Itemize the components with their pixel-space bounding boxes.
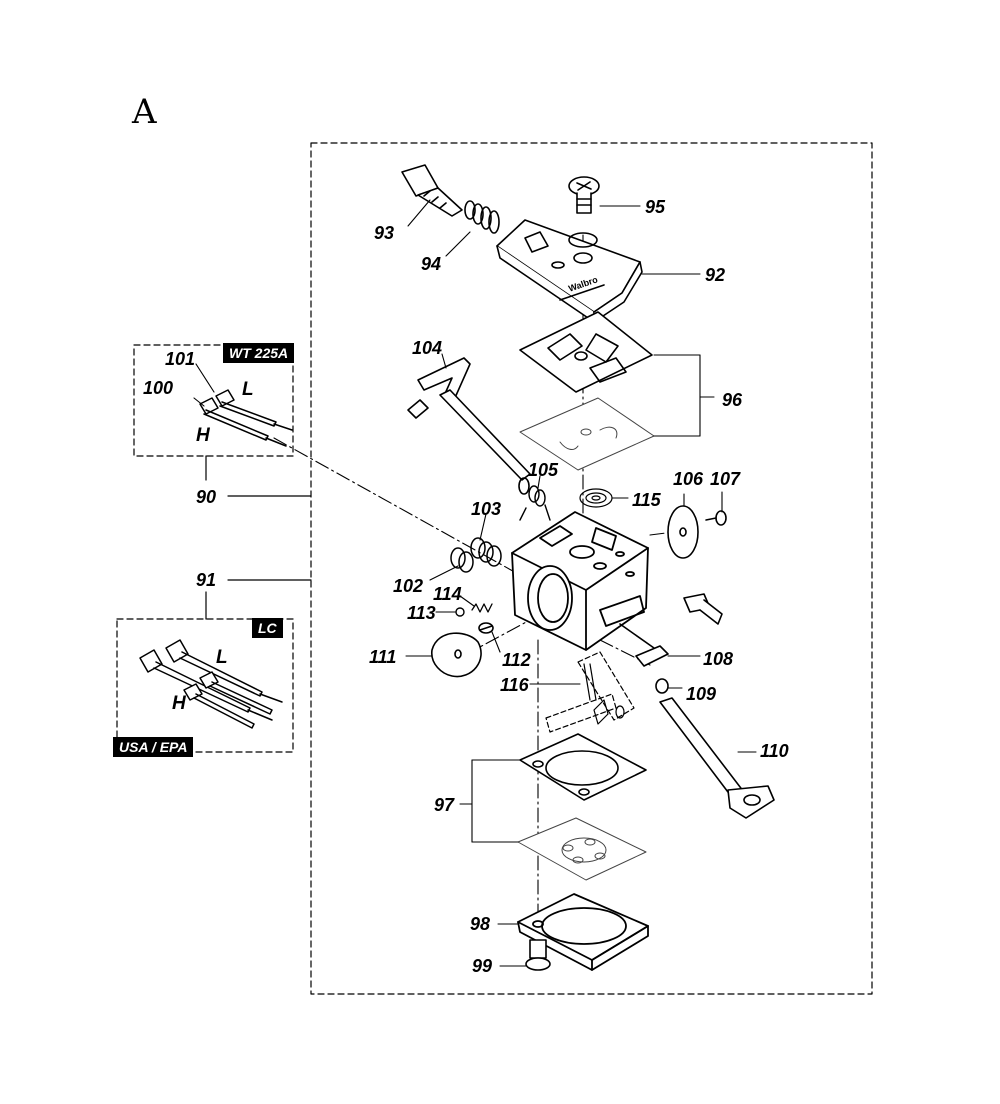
screw-107 bbox=[705, 510, 727, 526]
screw-99 bbox=[525, 939, 551, 971]
needle-label-low: L bbox=[242, 379, 254, 400]
wt225a-frame bbox=[133, 344, 294, 457]
needle-label-low: L bbox=[216, 647, 228, 668]
spring-102 bbox=[450, 547, 474, 573]
variant-badge-usa-epa: USA / EPA bbox=[113, 737, 194, 757]
callout-103: 103 bbox=[471, 499, 502, 519]
callout-90: 90 bbox=[196, 487, 217, 507]
callout-91: 91 bbox=[196, 570, 217, 590]
lc-frame bbox=[116, 618, 294, 753]
choke-plate-111 bbox=[431, 632, 482, 678]
callout-95: 95 bbox=[645, 197, 666, 217]
idle-screw-93 bbox=[401, 164, 463, 217]
bracket-91 bbox=[205, 579, 312, 620]
callout-104: 104 bbox=[412, 338, 443, 358]
callout-93: 93 bbox=[374, 223, 395, 243]
callout-96: 96 bbox=[722, 390, 743, 410]
throttle-shaft-104 bbox=[407, 357, 531, 495]
callout-108: 108 bbox=[703, 649, 734, 669]
fuel-inlet bbox=[683, 593, 723, 625]
screw-112 bbox=[478, 622, 494, 634]
variant-badge-lc: LC bbox=[252, 618, 283, 638]
leader-lines bbox=[193, 199, 757, 967]
callout-110: 110 bbox=[760, 741, 789, 761]
screw-109 bbox=[655, 678, 669, 694]
inlet-needle-assembly-116 bbox=[545, 651, 635, 733]
callout-107: 107 bbox=[710, 469, 741, 489]
variant-badge-wt225a: WT 225A bbox=[223, 343, 295, 363]
linkage-110 bbox=[659, 697, 775, 819]
section-label: A bbox=[132, 92, 157, 132]
callout-92: 92 bbox=[705, 265, 726, 285]
callout-98: 98 bbox=[470, 914, 491, 934]
callout-97: 97 bbox=[434, 795, 455, 815]
callout-113: 113 bbox=[407, 603, 436, 623]
bracket-90 bbox=[205, 455, 312, 497]
lever-pin-108 bbox=[619, 623, 669, 667]
screen-115 bbox=[579, 488, 613, 508]
callout-100: 100 bbox=[143, 378, 174, 398]
needles-wt225a bbox=[199, 389, 293, 447]
main-frame bbox=[310, 142, 873, 995]
callout-109: 109 bbox=[686, 684, 717, 704]
metering-gasket-97 bbox=[519, 733, 647, 801]
bracket-97 bbox=[459, 759, 521, 843]
callout-105: 105 bbox=[528, 460, 559, 480]
pump-cover-92 bbox=[496, 219, 643, 323]
needle-label-high: H bbox=[196, 425, 210, 446]
callout-112: 112 bbox=[502, 650, 531, 670]
screw-95 bbox=[568, 176, 600, 214]
bracket-96 bbox=[653, 354, 715, 437]
callout-99: 99 bbox=[472, 956, 493, 976]
spring-114 bbox=[471, 603, 493, 613]
callout-111: 111 bbox=[369, 647, 397, 667]
callout-115: 115 bbox=[632, 490, 661, 510]
ball-113 bbox=[455, 607, 465, 617]
spring-94 bbox=[464, 200, 500, 234]
spring-105 bbox=[519, 485, 551, 521]
callout-106: 106 bbox=[673, 469, 704, 489]
callout-116: 116 bbox=[500, 675, 529, 695]
needle-label-high: H bbox=[172, 693, 186, 714]
callout-102: 102 bbox=[393, 576, 424, 596]
callout-101: 101 bbox=[165, 349, 196, 369]
needles-lc bbox=[139, 639, 283, 729]
metering-diaphragm-97 bbox=[517, 817, 647, 881]
carburetor-body bbox=[511, 511, 649, 651]
pump-gasket-96 bbox=[519, 311, 653, 393]
spring-103 bbox=[470, 537, 502, 567]
callout-94: 94 bbox=[421, 254, 442, 274]
throttle-plate-106 bbox=[667, 505, 699, 559]
metering-cover-98 bbox=[517, 893, 649, 971]
callout-114: 114 bbox=[433, 584, 462, 604]
